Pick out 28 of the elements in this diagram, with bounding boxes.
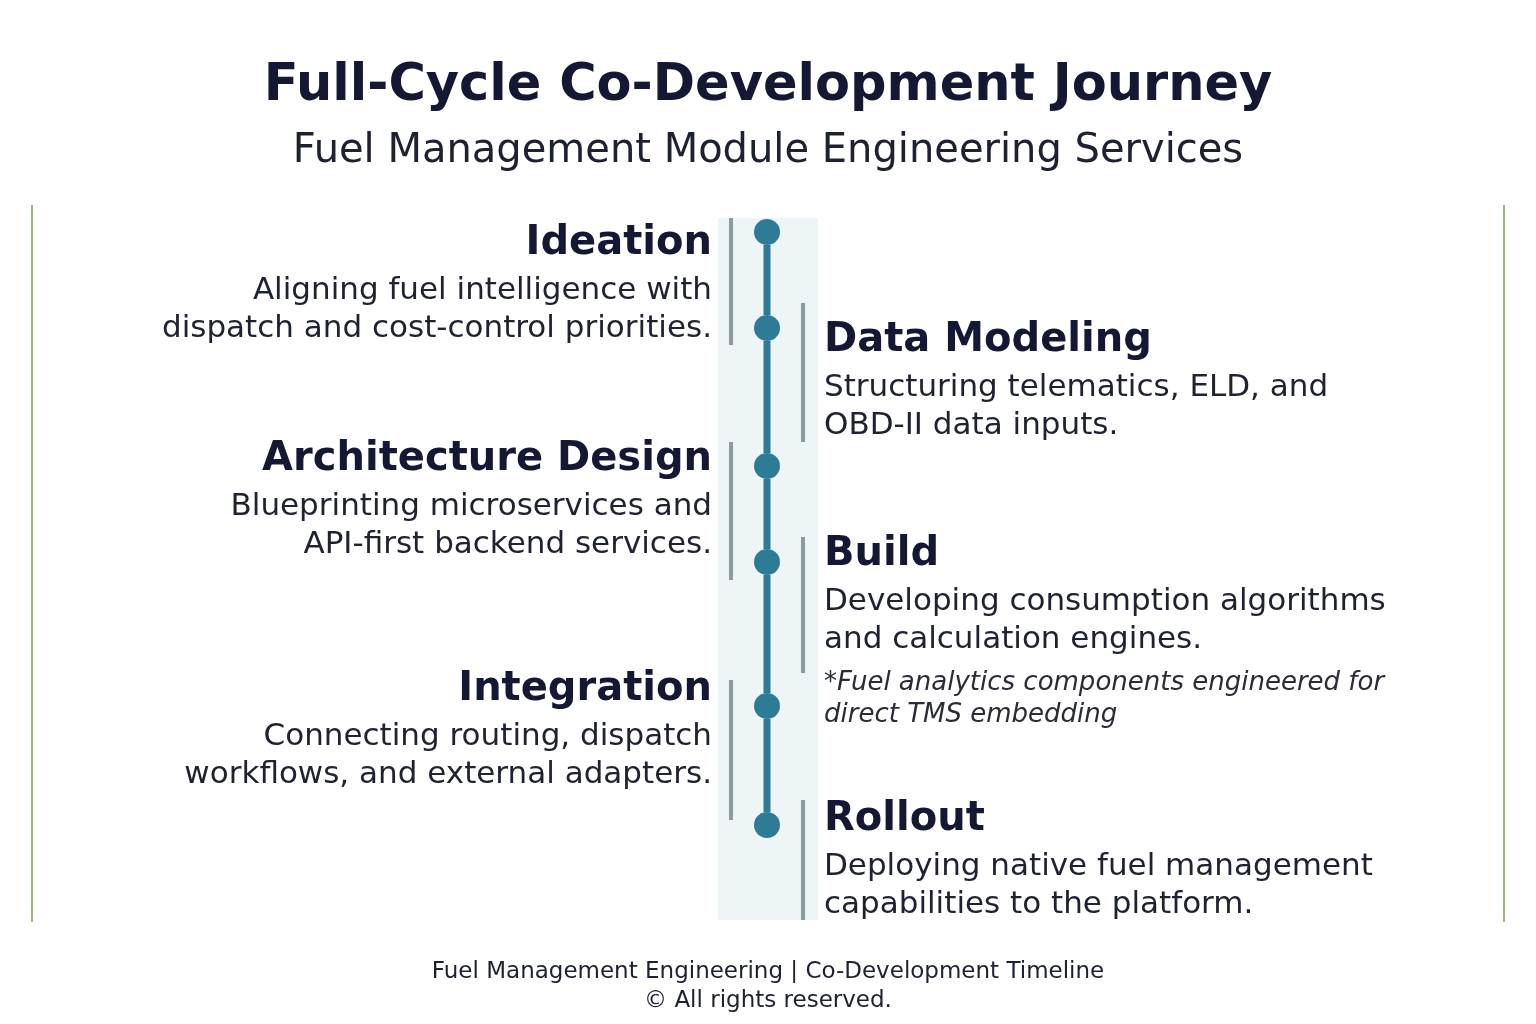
timeline-dot [754,549,780,575]
title: Full-Cycle Co-Development Journey [263,52,1273,114]
stage-heading: Build [824,527,940,576]
timeline-line [763,479,771,549]
stage-description: Connecting routing, dispatch workflows, and external adapters. [183,715,712,791]
stage-description: Blueprinting microservices and API-first backend services. [229,485,712,561]
timeline-line [763,719,771,812]
stage-heading: Rollout [824,792,985,841]
footnote: *Fuel analytics components engineered for direct TMS embedding [824,665,1386,729]
subtitle: Fuel Management Module Engineering Services [292,124,1244,173]
timeline-line [763,575,771,693]
stage-description: Aligning fuel intelligence with dispatch and cost-control priorities. [161,269,712,345]
footer-text: © All rights reserved. [644,985,892,1014]
stage-description: Structuring telematics, ELD, and OBD-II data inputs. [824,366,1330,442]
timeline-dot [754,812,780,838]
timeline-line [763,245,771,315]
stage-heading: Data Modeling [824,313,1152,362]
footer-text: Fuel Management Engineering | Co-Development Timeline [431,956,1105,985]
stage-description: Developing consumption algorithms and calculation engines. [824,580,1387,656]
timeline-dot [754,453,780,479]
timeline-dot [754,219,780,245]
stage-heading: Architecture Design [262,432,712,481]
timeline-line [763,341,771,453]
stage-description: Deploying native fuel management capabilities to the platform. [824,845,1374,921]
stage-heading: Ideation [525,216,712,265]
timeline-dot [754,693,780,719]
stage-heading: Integration [458,662,712,711]
timeline-dot [754,315,780,341]
